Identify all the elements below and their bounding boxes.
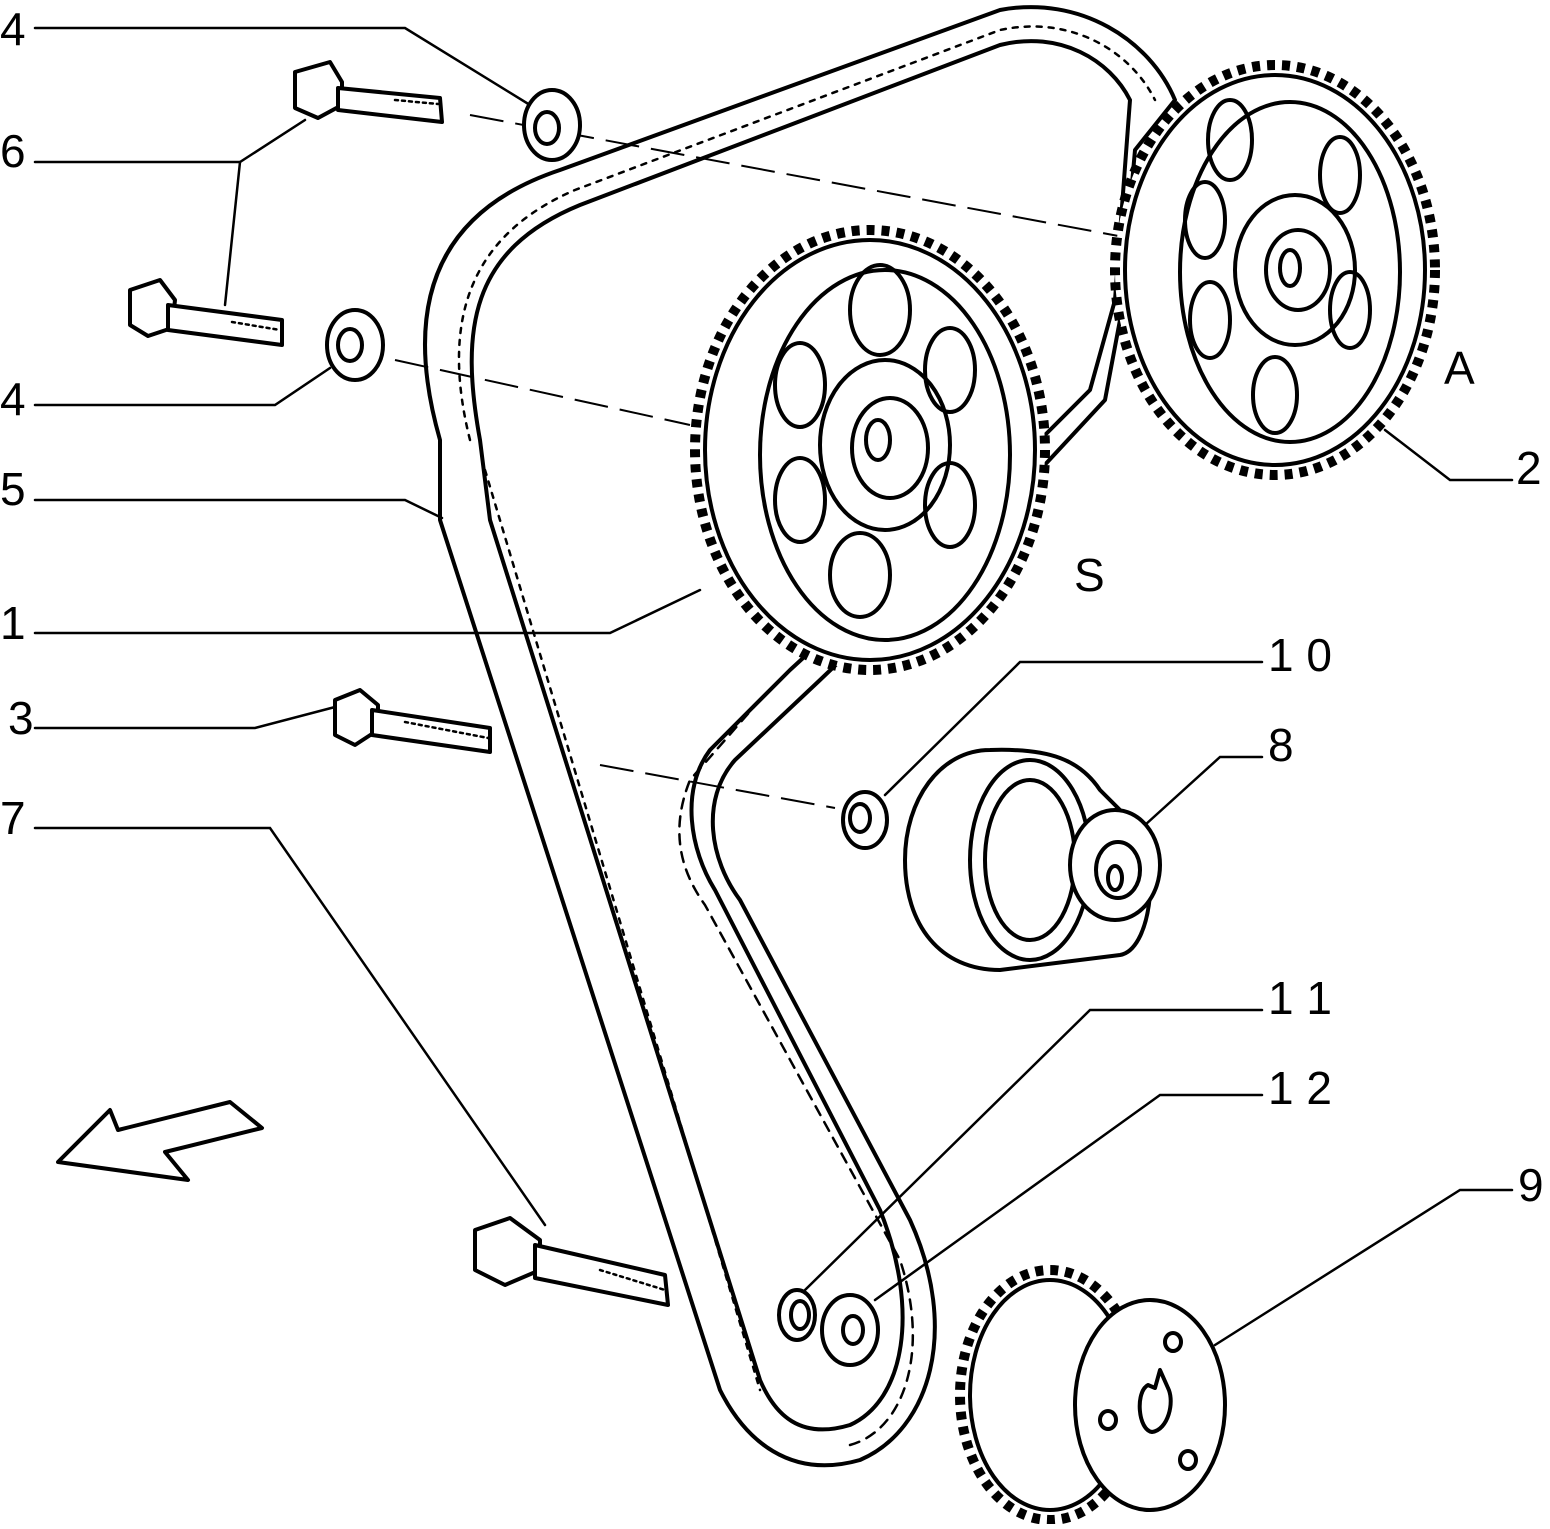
axis-upper [469, 114, 1141, 241]
callout-5: 5 [0, 463, 26, 515]
leader-6 [33, 118, 307, 164]
bolt-6-lower [128, 278, 284, 347]
leader-11 [803, 1008, 1264, 1292]
callout-2: 2 [1516, 442, 1542, 494]
callout-8: 8 [1268, 719, 1294, 771]
callout-1: 1 [0, 597, 26, 649]
leader-10 [883, 660, 1264, 797]
leader-1 [33, 588, 702, 635]
axis-middle [394, 359, 691, 426]
leader-12 [873, 1093, 1264, 1302]
callout-6: 6 [0, 125, 26, 177]
belt-teeth-outer [457, 25, 1157, 442]
leader-5 [33, 498, 444, 520]
bolt-6-upper [293, 60, 444, 124]
callout-10: 1 0 [1268, 629, 1332, 681]
callout-7: 7 [0, 792, 26, 844]
leader-4-top [33, 26, 532, 107]
leader-8 [1143, 755, 1264, 827]
belt-outer-edge [423, 5, 1177, 1468]
belt-teeth-right [678, 698, 915, 1447]
callout-11: 1 1 [1268, 972, 1332, 1024]
washer-12 [820, 1293, 880, 1367]
label-a: A [1444, 342, 1475, 394]
tensioner-8 [903, 747, 1162, 972]
washer-4-upper [522, 88, 582, 162]
leader-9 [1213, 1188, 1514, 1347]
leader-7 [33, 826, 547, 1227]
callout-4-mid: 4 [0, 373, 26, 425]
callout-3: 3 [8, 692, 34, 744]
arrow-left-down-icon [56, 1100, 264, 1182]
callout-9: 9 [1518, 1159, 1544, 1211]
tensioner-body [903, 747, 1153, 972]
bolt-3 [333, 688, 492, 754]
washer-4-middle [325, 308, 385, 382]
belt-inner-edge [469, 39, 1132, 1432]
camshaft-pulley-1 [690, 225, 1050, 675]
callout-4-top: 4 [0, 3, 26, 55]
leader-6-lower [223, 160, 242, 307]
timing-belt [423, 5, 1177, 1468]
leader-4-mid [33, 366, 332, 407]
washer-10 [841, 790, 889, 850]
crankshaft-pulley-9 [955, 1265, 1227, 1525]
belt-teeth-left [483, 468, 762, 1392]
washer-11 [777, 1288, 817, 1342]
callout-12: 1 2 [1268, 1062, 1332, 1114]
leader-2 [1383, 428, 1514, 482]
crank-keyway [1137, 1368, 1173, 1434]
leader-3 [33, 705, 337, 730]
bolt-7 [473, 1216, 670, 1307]
leader-lines [33, 26, 1514, 1347]
label-s: S [1074, 549, 1105, 601]
camshaft-pulley-2 [1110, 60, 1440, 480]
